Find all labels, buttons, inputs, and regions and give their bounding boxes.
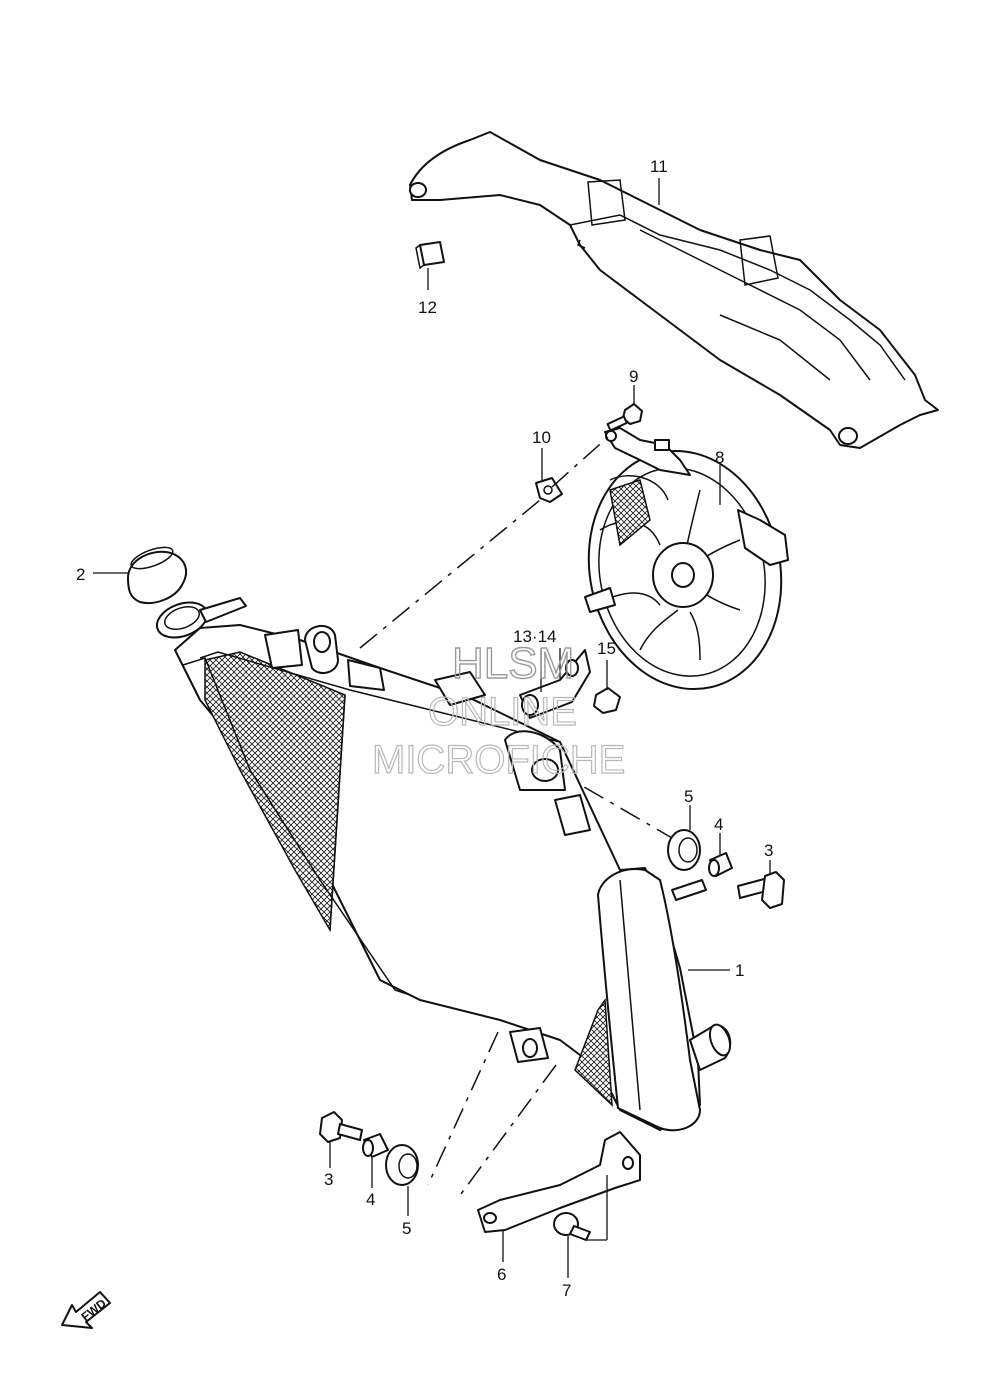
callout-10: 10 [532, 428, 551, 447]
callout-9: 9 [629, 367, 638, 386]
callout-1: 1 [735, 961, 744, 980]
callout-15: 15 [597, 639, 616, 658]
callout-4-lower: 4 [366, 1190, 375, 1209]
bracket-bolt-lower-part [553, 1212, 591, 1241]
alignment-line [457, 1064, 557, 1199]
bolt-lower-part [319, 1111, 363, 1143]
callout-13-14: 13·14 [513, 627, 556, 646]
forward-direction-indicator: FWD [61, 1291, 111, 1329]
grommet-lower-part [385, 1144, 419, 1186]
radiator-part [155, 597, 732, 1132]
collar-lower-part [362, 1133, 389, 1158]
callout-5-lower: 5 [402, 1219, 411, 1238]
pad-part [415, 241, 445, 270]
grommet-upper-part [667, 829, 701, 871]
callout-4-upper: 4 [714, 815, 723, 834]
watermark-line-1: HLSM [452, 639, 574, 688]
watermark-line-2: ONLINE [428, 690, 577, 734]
callout-5-upper: 5 [684, 787, 693, 806]
fan-bolt-part [606, 403, 643, 432]
callout-11: 11 [650, 157, 668, 176]
collar-upper-part [708, 852, 733, 877]
bracket-bolt-part [593, 687, 621, 714]
fwd-arrow-icon [61, 1291, 111, 1329]
alignment-line [551, 436, 609, 488]
alignment-line [359, 495, 546, 649]
callout-6: 6 [497, 1265, 506, 1284]
radiator-cap-part [127, 546, 187, 604]
callout-3-upper: 3 [764, 841, 773, 860]
callout-8: 8 [715, 448, 724, 467]
watermark-line-3: MICROFICHE [372, 738, 625, 782]
callout-12: 12 [418, 298, 437, 317]
alignment-line [427, 1031, 499, 1186]
radiator-shroud-part [409, 131, 939, 449]
leader-lines [93, 178, 771, 1278]
lower-bracket-part [477, 1131, 641, 1233]
bolt-upper-part [737, 871, 785, 909]
callout-7: 7 [562, 1281, 571, 1300]
callout-2: 2 [76, 565, 85, 584]
cooling-fan-part [584, 427, 789, 691]
callout-3-lower: 3 [324, 1170, 333, 1189]
